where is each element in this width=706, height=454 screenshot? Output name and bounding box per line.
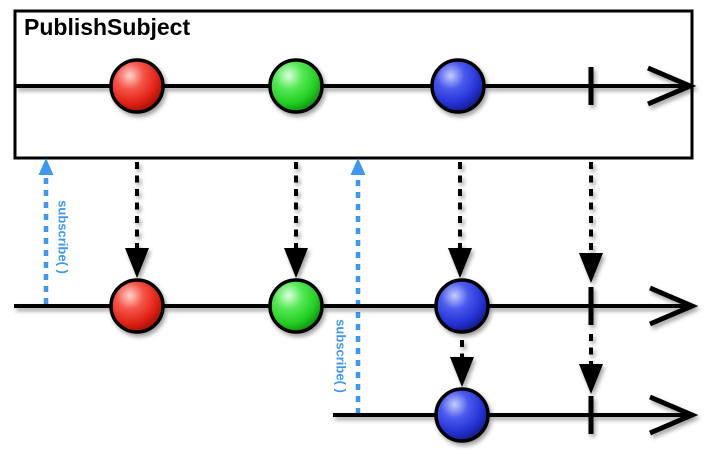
emission-arrow [579, 162, 603, 283]
timeline-arrowhead-icon [649, 394, 699, 436]
timelines-layer [14, 58, 699, 443]
marble-green [268, 278, 324, 334]
emission-arrow [125, 162, 149, 278]
subscribe-label-2: subscribe( ) [333, 319, 349, 393]
emission-arrow [284, 162, 308, 278]
arrow-up-icon [350, 158, 366, 175]
emission-arrow [450, 340, 474, 387]
diagram-title: PublishSubject [24, 14, 191, 40]
marble-blue [430, 58, 486, 114]
emission-arrow [448, 162, 472, 278]
marble-red [109, 278, 165, 334]
arrow-down-icon [284, 248, 308, 278]
arrow-down-icon [579, 253, 603, 283]
timeline-arrowhead-icon [649, 285, 699, 327]
subscribe-label-1: subscribe( ) [55, 200, 71, 274]
subscribe-arrow [38, 158, 54, 304]
arrow-down-icon [448, 248, 472, 278]
timeline-source [16, 58, 697, 114]
arrow-down-icon [125, 248, 149, 278]
arrow-up-icon [38, 158, 54, 175]
subscribe-arrows-layer [38, 158, 366, 414]
subscribe-arrow [350, 158, 366, 414]
arrow-down-icon [450, 357, 474, 387]
marble-red [109, 58, 165, 114]
timeline-subscriber-2 [333, 387, 699, 443]
marble-blue [434, 278, 490, 334]
emission-arrow [579, 334, 603, 394]
emission-arrows-layer [125, 162, 603, 394]
marble-blue [434, 387, 490, 443]
timeline-arrowhead-icon [647, 65, 697, 107]
arrow-down-icon [579, 364, 603, 394]
marble-green [268, 58, 324, 114]
timeline-subscriber-1 [14, 278, 699, 334]
